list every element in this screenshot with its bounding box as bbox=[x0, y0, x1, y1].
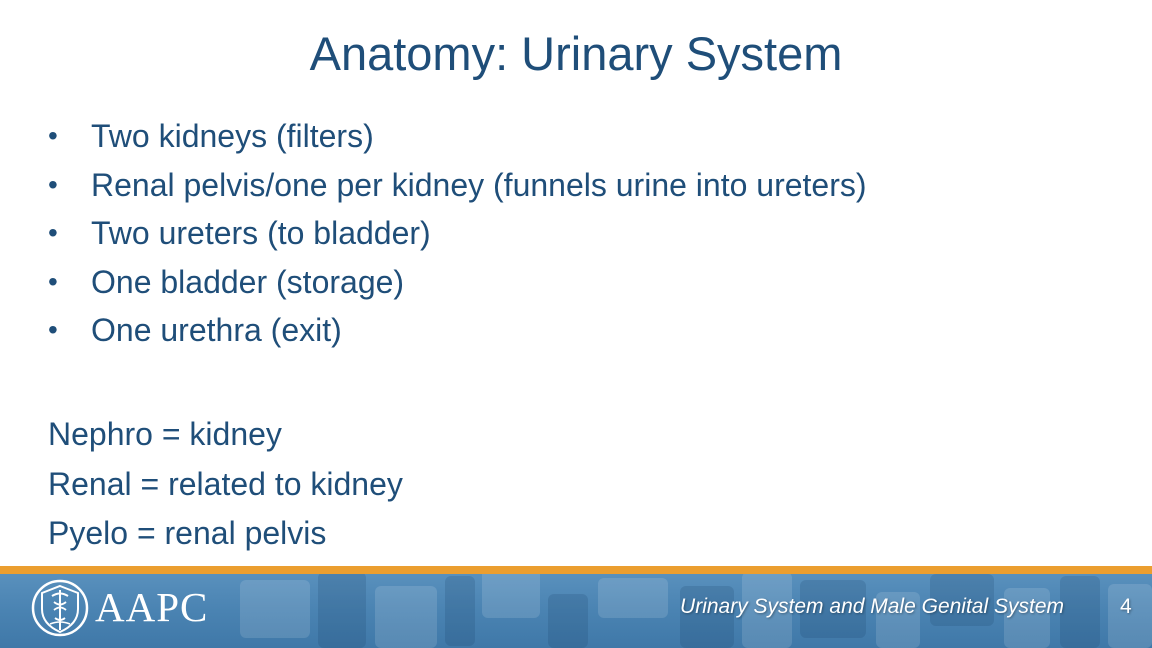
bullet-text: One urethra (exit) bbox=[91, 312, 342, 348]
bullet-glyph: • bbox=[48, 265, 58, 297]
page-number: 4 bbox=[1120, 595, 1132, 618]
term-line: Pyelo = renal pelvis bbox=[48, 515, 327, 551]
list-item: • Renal pelvis/one per kidney (funnels ur… bbox=[48, 161, 1128, 210]
footer-accent-stripe bbox=[0, 566, 1152, 574]
bullet-text: Renal pelvis/one per kidney (funnels uri… bbox=[91, 166, 867, 203]
bullet-glyph: • bbox=[48, 120, 58, 151]
caduceus-shield-icon bbox=[31, 579, 89, 637]
list-item: • Two kidneys (filters) bbox=[48, 112, 1128, 161]
list-item: • One urethra (exit) bbox=[48, 306, 1128, 355]
footer-band bbox=[0, 566, 1152, 648]
footer-caption: Urinary System and Male Genital System bbox=[680, 595, 1064, 618]
bullet-text: One bladder (storage) bbox=[91, 263, 405, 300]
brand-logo: AAPC bbox=[95, 584, 209, 630]
bullet-glyph: • bbox=[48, 168, 58, 200]
slide-title: Anatomy: Urinary System bbox=[309, 27, 843, 80]
bullet-text: Two ureters (to bladder) bbox=[91, 215, 431, 251]
bullet-text: Two kidneys (filters) bbox=[91, 118, 374, 154]
list-item: • Two ureters (to bladder) bbox=[48, 209, 1128, 258]
list-item: • One bladder (storage) bbox=[48, 258, 1128, 307]
bullet-list: • Two kidneys (filters) • Renal pelvis/one… bbox=[48, 112, 1128, 355]
bullet-glyph: • bbox=[48, 217, 58, 248]
bullet-glyph: • bbox=[48, 314, 58, 345]
term-line: Renal = related to kidney bbox=[48, 465, 403, 502]
terminology-list: Nephro = kidney Renal = related to kidne… bbox=[48, 410, 948, 559]
term-line: Nephro = kidney bbox=[48, 416, 282, 452]
